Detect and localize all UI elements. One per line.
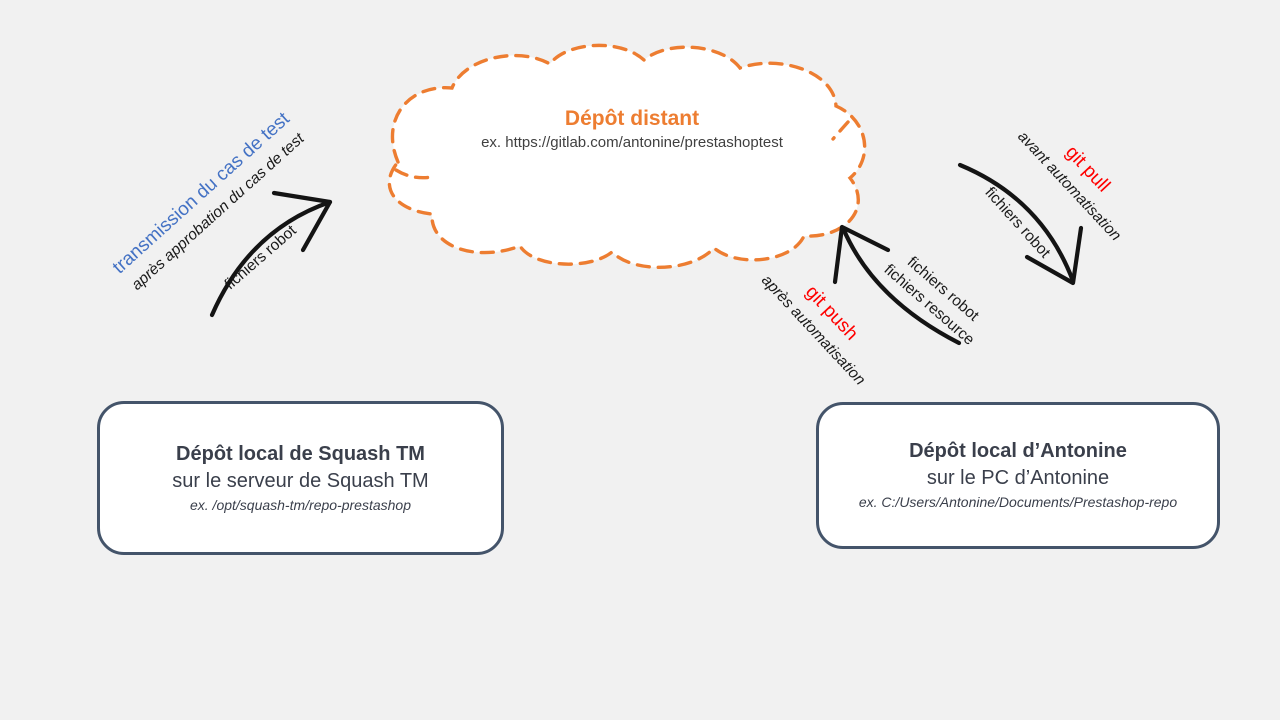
git-push-arrow (832, 224, 962, 346)
remote-repo-example: ex. https://gitlab.com/antonine/prestash… (481, 134, 783, 151)
cloud-inner-arc-left (394, 168, 434, 180)
remote-repo-cloud-shape (387, 43, 867, 269)
cloud-inner-arc-right (831, 120, 850, 141)
antonine-repo-example: ex. C:/Users/Antonine/Documents/Prestash… (858, 494, 1178, 510)
transmission-arrow (209, 190, 333, 318)
antonine-local-repo-box: Dépôt local d’Antonine sur le PC d’Anton… (816, 402, 1220, 549)
antonine-repo-subtitle: sur le PC d’Antonine (926, 467, 1110, 489)
squash-local-repo-box: Dépôt local de Squash TM sur le serveur … (97, 401, 504, 555)
squash-repo-example: ex. /opt/squash-tm/repo-prestashop (189, 496, 411, 513)
squash-repo-title: Dépôt local de Squash TM (176, 442, 425, 465)
remote-repo-title: Dépôt distant (564, 107, 700, 130)
remote-repo-cloud: Dépôt distant ex. https://gitlab.com/ant… (481, 106, 783, 154)
squash-repo-subtitle: sur le serveur de Squash TM (172, 469, 429, 492)
git-pull-arrow (957, 162, 1084, 286)
antonine-repo-title: Dépôt local d’Antonine (909, 440, 1127, 462)
